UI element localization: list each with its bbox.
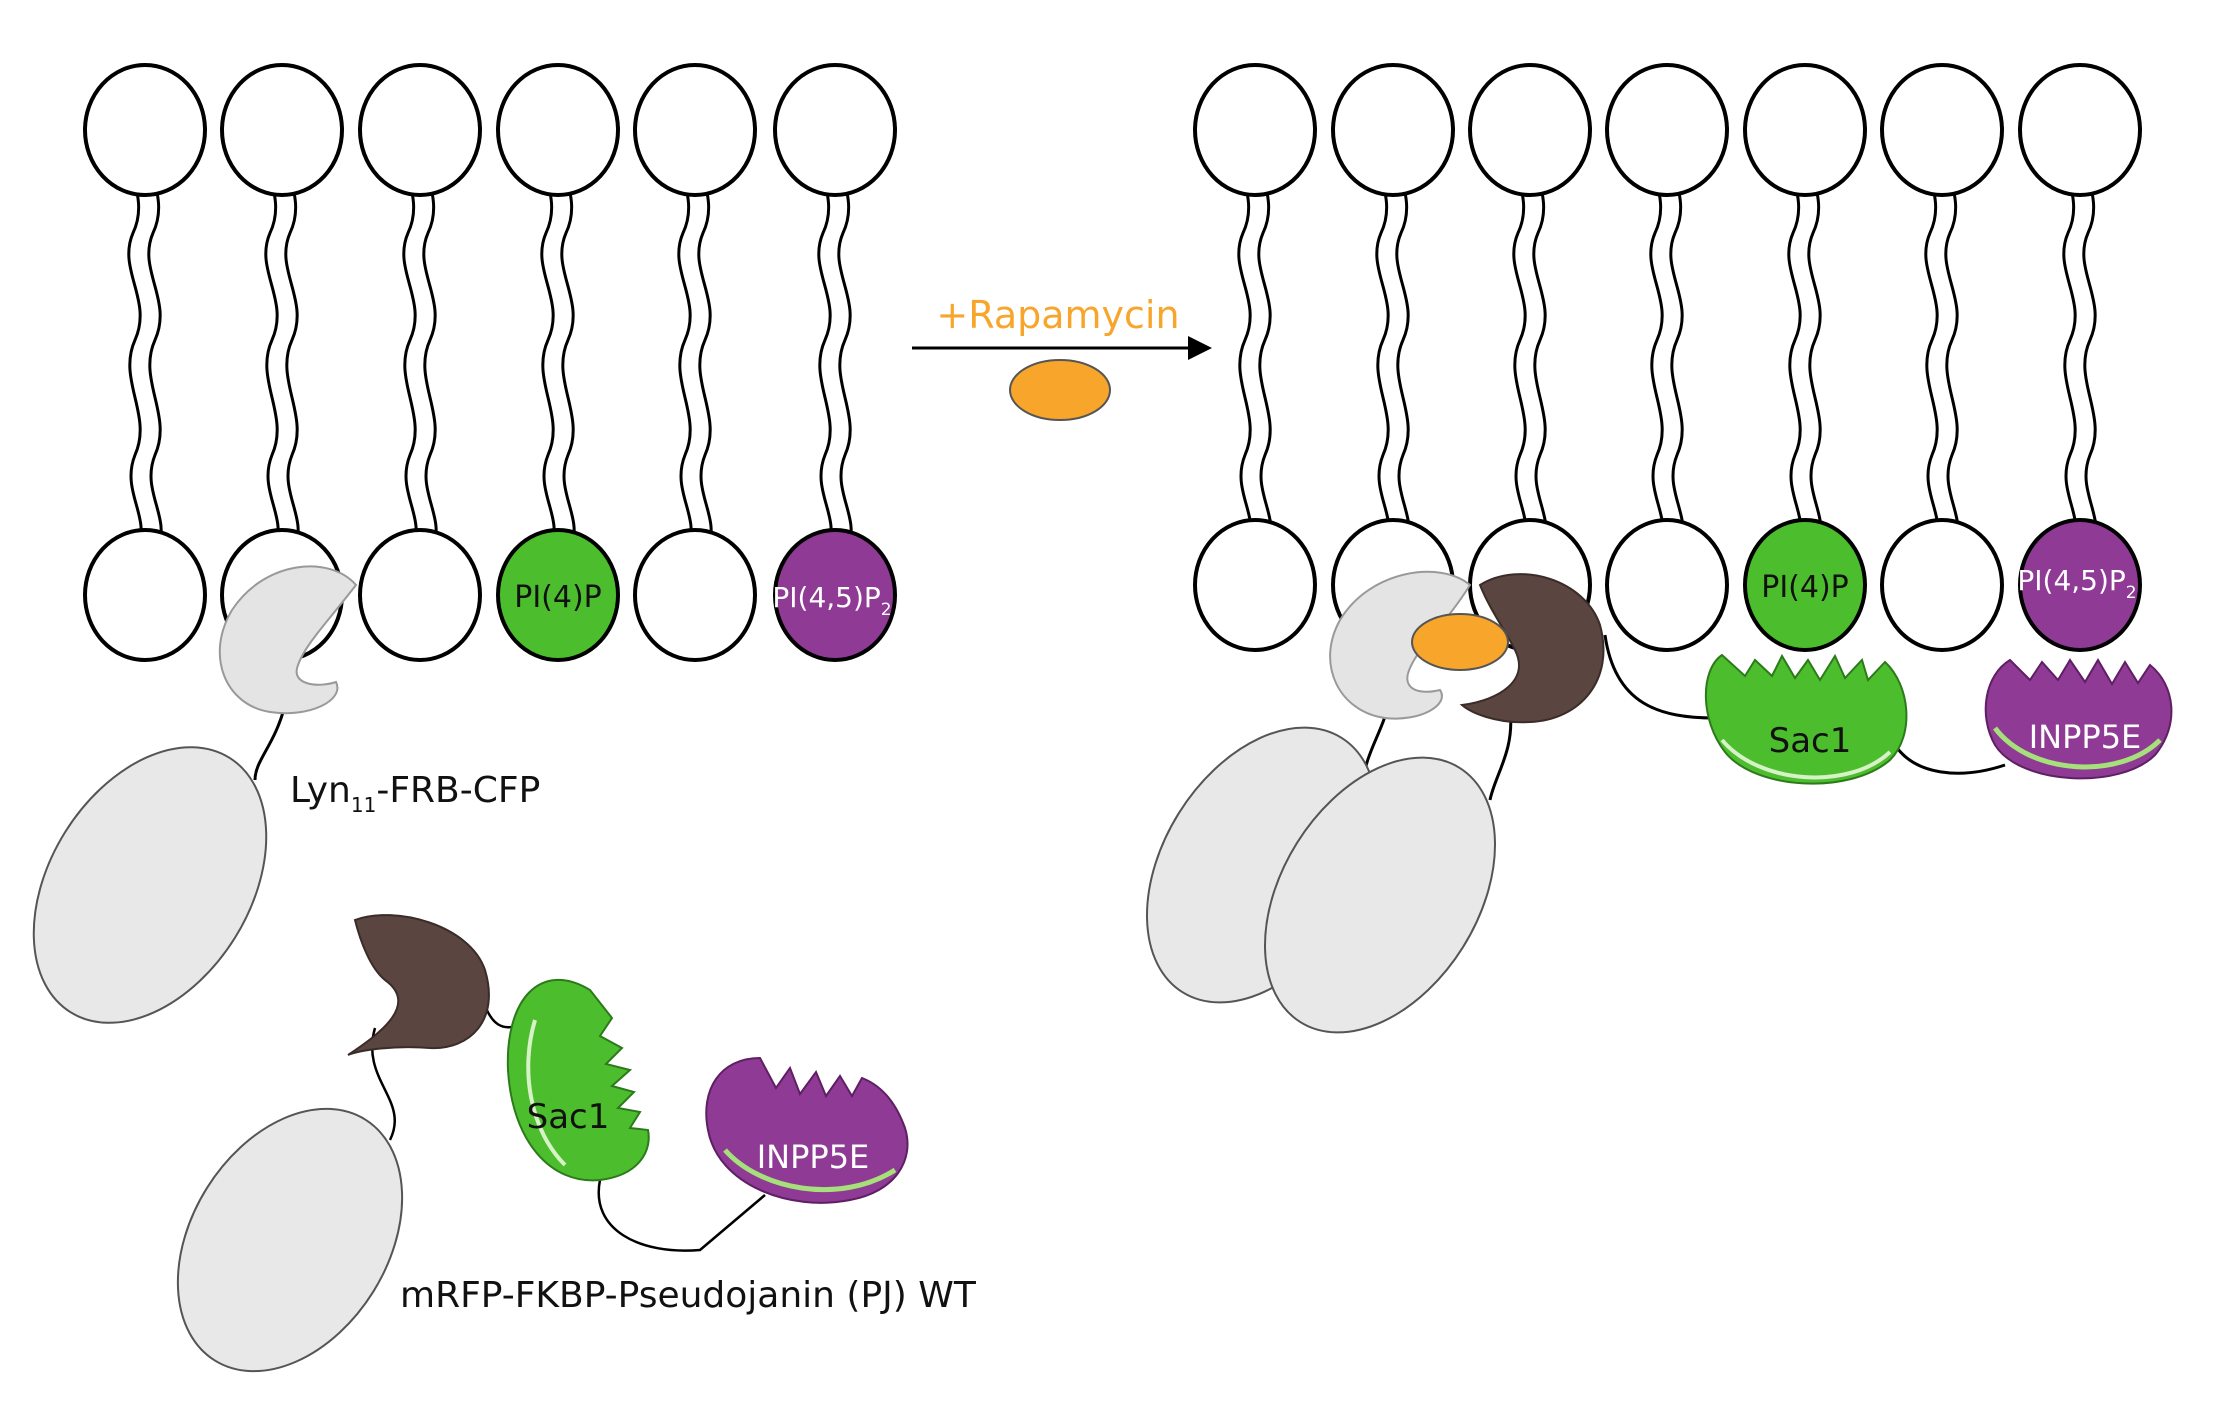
inpp5e-domain-right xyxy=(1984,658,2173,780)
lyn-construct-label: Lyn11-FRB-CFP xyxy=(290,770,540,817)
sac1-domain-right xyxy=(1704,653,1908,785)
left-pi4p-head xyxy=(496,528,620,662)
recruited-complex: Sac1 INPP5E xyxy=(1145,570,2173,1034)
pj-construct-label: mRFP-FKBP-Pseudojanin (PJ) WT xyxy=(400,1275,977,1316)
right-membrane: PI(4)P PI(4,5)P2 xyxy=(1193,63,2142,652)
lyn-frb-cfp-construct: Lyn11-FRB-CFP xyxy=(32,565,540,1024)
pj-linker-right-sac1 xyxy=(1603,634,1716,720)
right-pip2-head xyxy=(2018,518,2142,652)
right-pi4p-head xyxy=(1743,518,1867,652)
reaction-arrow-head xyxy=(1188,336,1212,360)
rapamycin-treatment: +Rapamycin xyxy=(912,293,1212,421)
pseudojanin-construct: Sac1 INPP5E mRFP-FKBP-Pseudojanin (PJ) W… xyxy=(176,914,977,1373)
pj-linker-inpp5e xyxy=(597,1179,766,1252)
fkbp-domain-right xyxy=(1459,573,1605,724)
frb-domain xyxy=(218,565,358,715)
cfp-fluorophore xyxy=(32,746,268,1024)
left-tails xyxy=(127,128,853,547)
rapamycin-bound xyxy=(1411,613,1509,671)
right-outer-heads xyxy=(1193,63,2142,197)
sac1-label-right: Sac1 xyxy=(1769,721,1852,761)
right-pi4p-label: PI(4)P xyxy=(1761,570,1849,605)
inpp5e-label: INPP5E xyxy=(757,1138,870,1176)
right-pip2-label: PI(4,5)P2 xyxy=(2017,564,2136,603)
inpp5e-label-right: INPP5E xyxy=(2029,718,2142,756)
inpp5e-domain xyxy=(705,1056,909,1204)
pj-linker-right-inpp5e xyxy=(1893,744,2006,775)
mrfp-fluorophore-right xyxy=(1263,756,1497,1034)
rapamycin-label: +Rapamycin xyxy=(936,293,1179,337)
left-outer-heads xyxy=(83,63,897,197)
fkbp-domain xyxy=(347,914,490,1056)
lyn-linker xyxy=(253,704,287,781)
left-pip2-head xyxy=(773,528,897,662)
sac1-label: Sac1 xyxy=(527,1097,610,1137)
left-pi4p-label: PI(4)P xyxy=(514,580,602,615)
left-membrane: PI(4)P PI(4,5)P2 xyxy=(83,63,897,662)
frb-domain-right xyxy=(1329,570,1472,720)
rapamycin-molecule xyxy=(1009,359,1111,421)
left-pip2-label: PI(4,5)P2 xyxy=(772,581,891,620)
mrfp-fluorophore xyxy=(176,1107,404,1373)
